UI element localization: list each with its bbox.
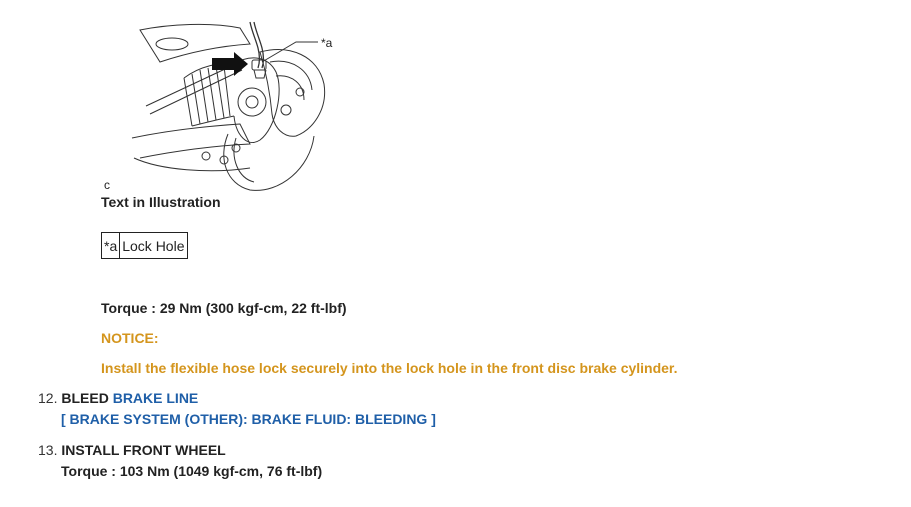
legend-value: Lock Hole [119,232,188,259]
step-number: 13. [38,442,58,458]
text-in-illustration-heading: Text in Illustration [101,194,221,210]
brake-fluid-bleeding-link[interactable]: [ BRAKE SYSTEM (OTHER): BRAKE FLUID: BLE… [61,411,436,427]
torque-spec: Torque : 29 Nm (300 kgf-cm, 22 ft-lbf) [101,300,347,316]
legend-key: *a [100,232,121,259]
step-12: 12. BLEED BRAKE LINE [38,390,198,406]
wheel-torque-spec: Torque : 103 Nm (1049 kgf-cm, 76 ft-lbf) [61,463,323,479]
illustration-code: c [104,178,110,192]
brake-fluid-bleeding-link-text[interactable]: [ BRAKE SYSTEM (OTHER): BRAKE FLUID: BLE… [61,411,436,427]
step-13: 13. INSTALL FRONT WHEEL [38,442,226,458]
step-action: INSTALL FRONT WHEEL [61,442,226,458]
step-action: BLEED [61,390,109,406]
table-row: *a Lock Hole [100,232,188,259]
notice-text: Install the flexible hose lock securely … [101,360,678,376]
step-number: 12. [38,390,58,406]
notice-label: NOTICE: [101,330,159,346]
text-in-illustration-table: *a Lock Hole [100,232,188,259]
brake-line-link[interactable]: BRAKE LINE [112,390,199,406]
callout-label: *a [321,36,333,50]
brake-caliper-illustration [131,21,326,191]
